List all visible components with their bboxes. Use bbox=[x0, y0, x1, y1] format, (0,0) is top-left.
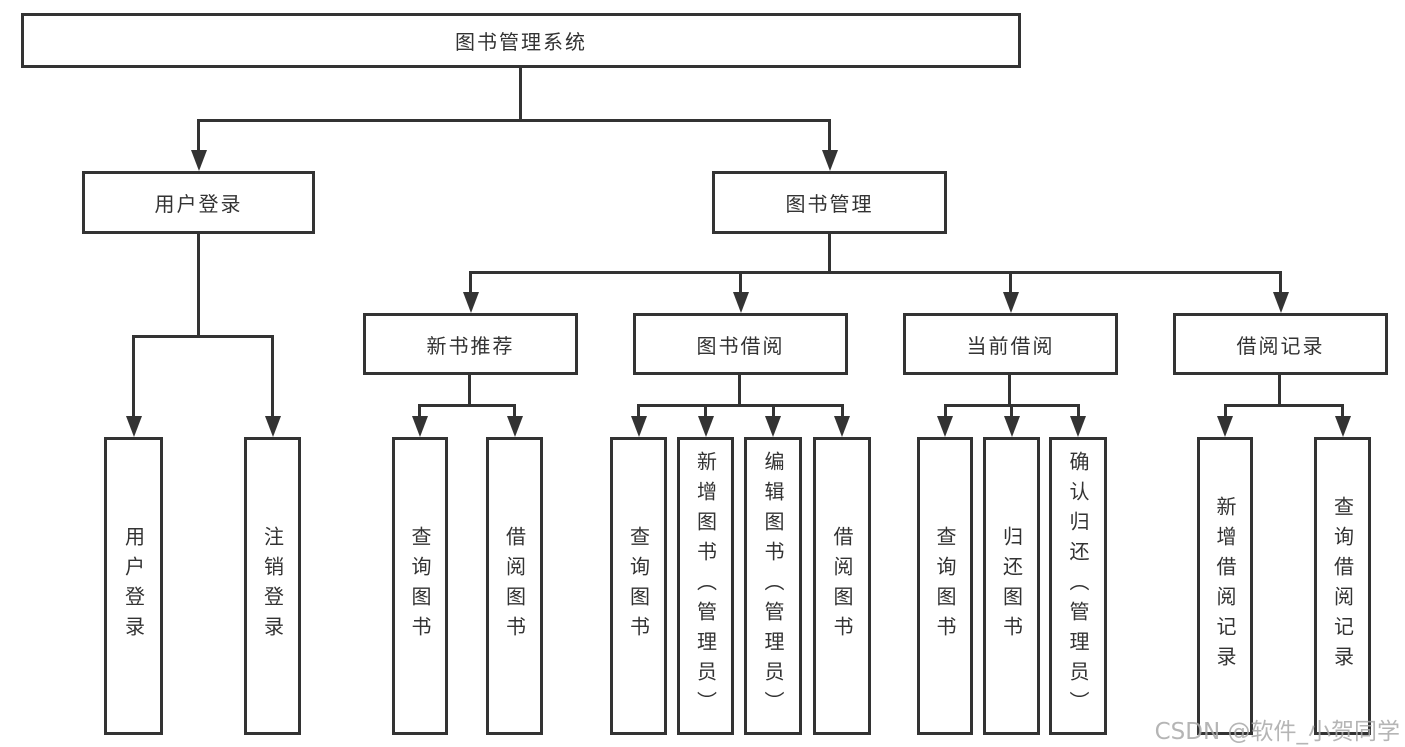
node-library-system-label: 图书管理系统 bbox=[455, 30, 587, 54]
arrow-down-icon bbox=[1004, 416, 1020, 437]
leaf-borrowing-borrow-books-label: 借阅图书 bbox=[830, 526, 854, 646]
connector-line bbox=[1224, 404, 1227, 419]
node-book-management: 图书管理 bbox=[712, 171, 947, 234]
node-new-book-recommend-label: 新书推荐 bbox=[426, 333, 515, 358]
arrow-down-icon bbox=[1217, 416, 1233, 437]
leaf-current-confirm-return-admin: 确认归还（管理员） bbox=[1049, 437, 1107, 735]
connector-line bbox=[468, 373, 471, 407]
node-current-borrowing-label: 当前借阅 bbox=[966, 333, 1055, 358]
leaf-current-return-books-label: 归还图书 bbox=[999, 526, 1024, 646]
connector-line bbox=[1341, 404, 1344, 419]
arrow-down-icon bbox=[765, 416, 781, 437]
leaf-records-query-borrow-record: 查询借阅记录 bbox=[1314, 437, 1371, 735]
connector-line bbox=[197, 119, 200, 153]
arrow-down-icon bbox=[1335, 416, 1351, 437]
connector-line bbox=[704, 404, 707, 419]
leaf-borrowing-edit-books-admin: 编辑图书（管理员） bbox=[744, 437, 802, 735]
leaf-logout-label: 注销登录 bbox=[260, 526, 285, 646]
node-user-login-label: 用户登录 bbox=[154, 192, 243, 216]
leaf-borrowing-edit-books-admin-label: 编辑图书（管理员） bbox=[761, 451, 785, 721]
connector-line bbox=[637, 404, 640, 419]
arrow-down-icon bbox=[191, 150, 207, 171]
connector-line bbox=[513, 404, 516, 419]
watermark: CSDN @软件_小贺同学 bbox=[1154, 719, 1400, 745]
node-new-book-recommend: 新书推荐 bbox=[363, 313, 578, 375]
connector-line bbox=[197, 231, 200, 337]
leaf-current-confirm-return-admin-label: 确认归还（管理员） bbox=[1066, 451, 1090, 721]
leaf-recommend-query-books: 查询图书 bbox=[392, 437, 448, 735]
arrow-down-icon bbox=[733, 292, 749, 313]
node-library-system: 图书管理系统 bbox=[21, 13, 1021, 68]
leaf-user-login-label: 用户登录 bbox=[121, 526, 146, 646]
connector-line bbox=[469, 271, 472, 295]
connector-line bbox=[132, 335, 135, 419]
connector-line bbox=[1009, 271, 1012, 295]
connector-line bbox=[828, 119, 831, 153]
connector-line bbox=[418, 404, 421, 419]
arrow-down-icon bbox=[507, 416, 523, 437]
node-user-login: 用户登录 bbox=[82, 171, 315, 234]
leaf-recommend-borrow-books: 借阅图书 bbox=[486, 437, 543, 735]
leaf-borrowing-add-books-admin-label: 新增图书（管理员） bbox=[693, 451, 718, 721]
leaf-records-query-borrow-record-label: 查询借阅记录 bbox=[1330, 496, 1355, 676]
connector-line bbox=[637, 404, 844, 407]
leaf-user-login: 用户登录 bbox=[104, 437, 163, 735]
leaf-recommend-query-books-label: 查询图书 bbox=[408, 526, 432, 646]
leaf-current-query-books-label: 查询图书 bbox=[933, 526, 957, 646]
arrow-down-icon bbox=[698, 416, 714, 437]
node-book-borrowing-label: 图书借阅 bbox=[696, 333, 785, 358]
connector-line bbox=[469, 271, 1282, 274]
leaf-borrowing-query-books: 查询图书 bbox=[610, 437, 667, 735]
node-current-borrowing: 当前借阅 bbox=[903, 313, 1118, 375]
connector-line bbox=[772, 404, 775, 419]
connector-line bbox=[519, 66, 522, 122]
connector-line bbox=[841, 404, 844, 419]
node-book-borrowing: 图书借阅 bbox=[633, 313, 848, 375]
connector-line bbox=[828, 231, 831, 274]
connector-line bbox=[1278, 373, 1281, 407]
connector-line bbox=[197, 119, 831, 122]
connector-line bbox=[1077, 404, 1080, 419]
leaf-logout: 注销登录 bbox=[244, 437, 301, 735]
arrow-down-icon bbox=[631, 416, 647, 437]
arrow-down-icon bbox=[1003, 292, 1019, 313]
node-borrowing-records-label: 借阅记录 bbox=[1236, 333, 1325, 358]
arrow-down-icon bbox=[1070, 416, 1086, 437]
leaf-records-add-borrow-record-label: 新增借阅记录 bbox=[1213, 496, 1237, 676]
node-book-management-label: 图书管理 bbox=[785, 192, 874, 216]
arrow-down-icon bbox=[126, 416, 142, 437]
connector-line bbox=[418, 404, 516, 407]
leaf-recommend-borrow-books-label: 借阅图书 bbox=[502, 526, 527, 646]
arrow-down-icon bbox=[412, 416, 428, 437]
arrow-down-icon bbox=[463, 292, 479, 313]
arrow-down-icon bbox=[834, 416, 850, 437]
leaf-borrowing-borrow-books: 借阅图书 bbox=[813, 437, 871, 735]
connector-line bbox=[1224, 404, 1344, 407]
arrow-down-icon bbox=[937, 416, 953, 437]
leaf-borrowing-query-books-label: 查询图书 bbox=[626, 526, 651, 646]
arrow-down-icon bbox=[1273, 292, 1289, 313]
leaf-current-return-books: 归还图书 bbox=[983, 437, 1040, 735]
node-borrowing-records: 借阅记录 bbox=[1173, 313, 1388, 375]
connector-line bbox=[1010, 404, 1013, 419]
leaf-current-query-books: 查询图书 bbox=[917, 437, 973, 735]
leaf-records-add-borrow-record: 新增借阅记录 bbox=[1197, 437, 1253, 735]
connector-line bbox=[738, 373, 741, 407]
connector-line bbox=[739, 271, 742, 295]
arrow-down-icon bbox=[265, 416, 281, 437]
leaf-borrowing-add-books-admin: 新增图书（管理员） bbox=[677, 437, 734, 735]
connector-line bbox=[1279, 271, 1282, 295]
connector-line bbox=[944, 404, 947, 419]
arrow-down-icon bbox=[822, 150, 838, 171]
connector-line bbox=[1008, 373, 1011, 407]
connector-line bbox=[271, 335, 274, 419]
connector-line bbox=[132, 335, 274, 338]
